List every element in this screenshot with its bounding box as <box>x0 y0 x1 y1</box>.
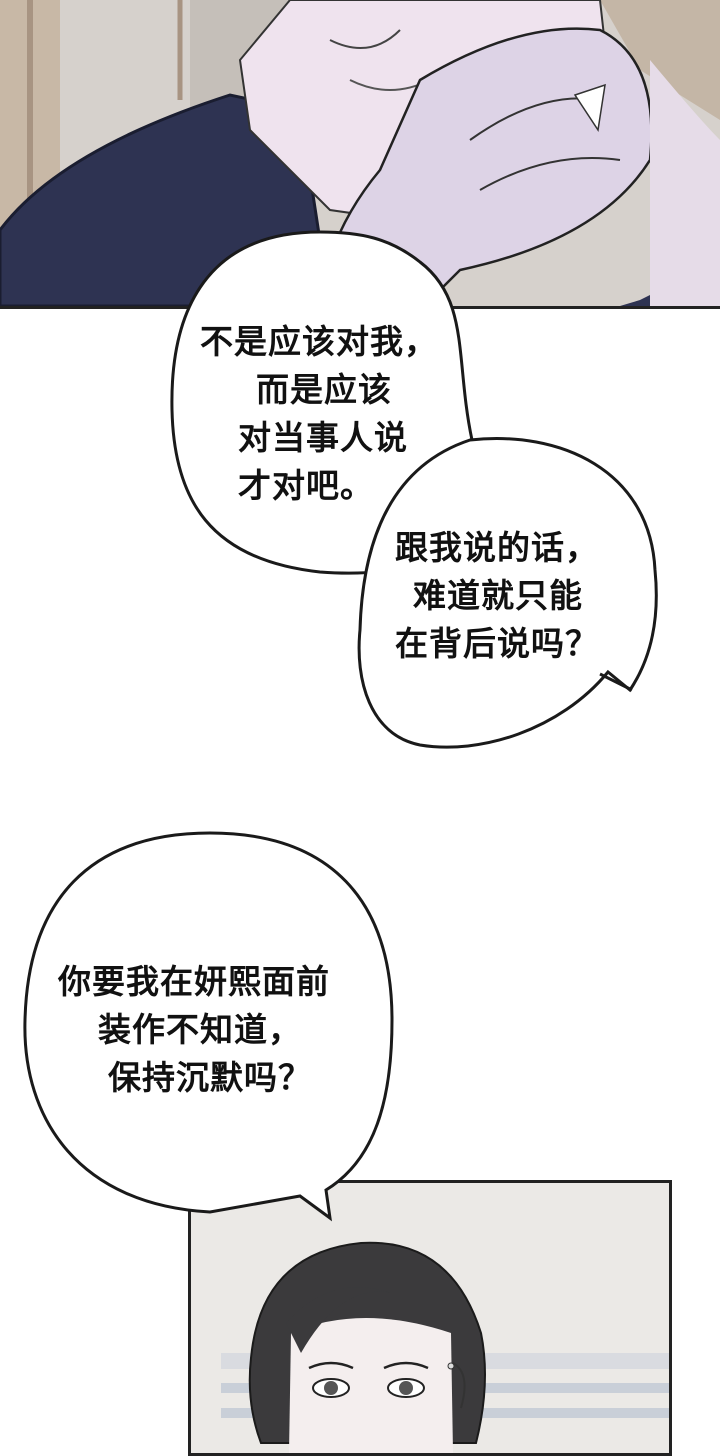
panel-bottom-artwork <box>191 1183 669 1453</box>
speech-line: 不是应该对我， <box>200 322 438 361</box>
comic-panel-top <box>0 0 720 309</box>
speech-text-1: 不是应该对我， 而是应该 对当事人说 才对吧。 <box>200 318 438 510</box>
speech-line: 跟我说的话， <box>395 528 599 567</box>
speech-line: 对当事人说 <box>238 418 408 457</box>
speech-text-2: 跟我说的话， 难道就只能 在背后说吗？ <box>395 524 599 668</box>
speech-line: 保持沉默吗？ <box>108 1058 312 1097</box>
speech-line: 在背后说吗？ <box>395 624 599 663</box>
comic-panel-bottom <box>188 1180 672 1456</box>
speech-line: 才对吧。 <box>238 466 374 505</box>
speech-line: 难道就只能 <box>413 576 583 615</box>
speech-text-3: 你要我在妍熙面前 装作不知道， 保持沉默吗？ <box>58 958 330 1102</box>
speech-line: 你要我在妍熙面前 <box>58 962 330 1001</box>
speech-line: 而是应该 <box>256 370 392 409</box>
speech-line: 装作不知道， <box>98 1010 302 1049</box>
panel-top-artwork <box>0 0 720 306</box>
